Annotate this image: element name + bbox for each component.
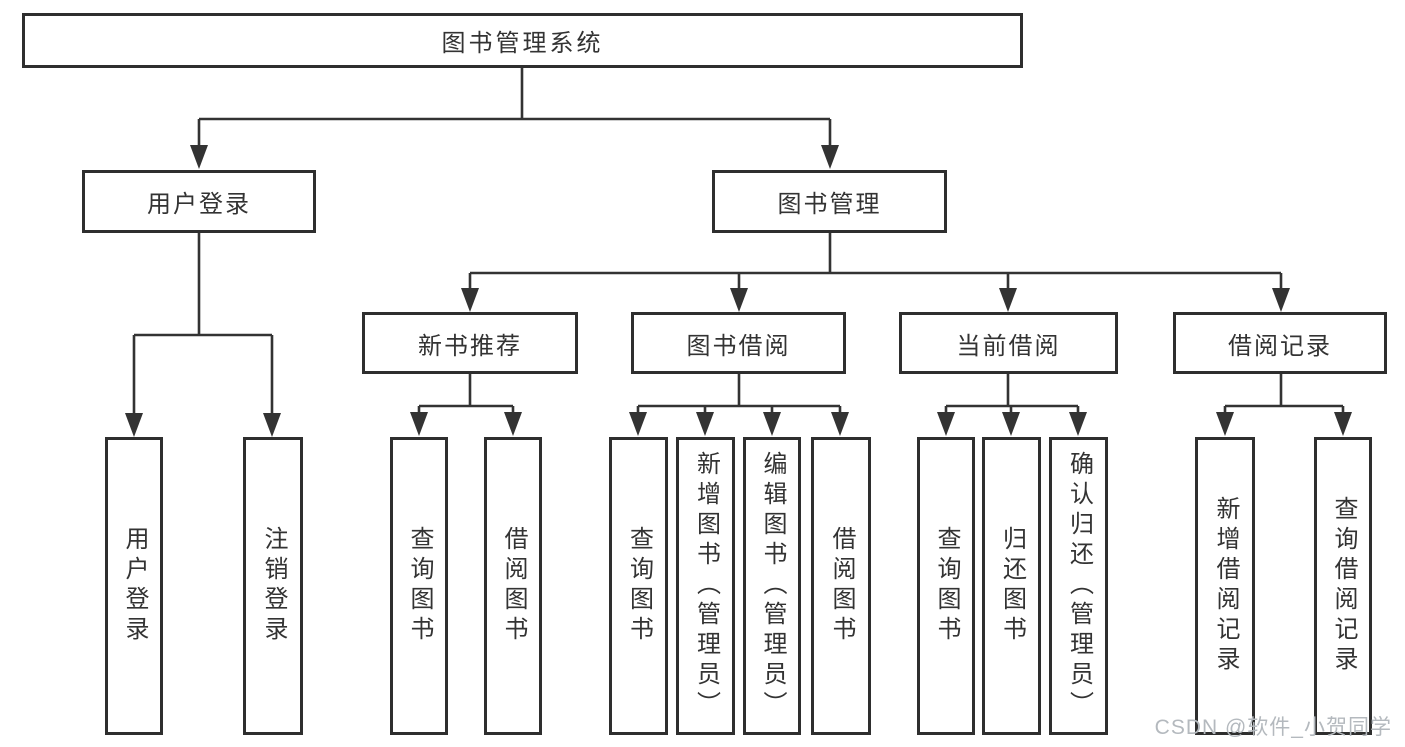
leaf-return-books: 归还图书 <box>982 437 1041 735</box>
leaf-label: 新增图书（管理员） <box>692 451 720 721</box>
node-borrowing-records: 借阅记录 <box>1173 312 1387 374</box>
leaf-edit-book-admin: 编辑图书（管理员） <box>743 437 801 735</box>
leaf-borrow-books-recommend: 借阅图书 <box>484 437 542 735</box>
leaf-query-books-current: 查询图书 <box>917 437 975 735</box>
leaf-query-books-recommend: 查询图书 <box>390 437 448 735</box>
node-book-management: 图书管理 <box>712 170 947 233</box>
csdn-watermark: CSDN @软件_小贺同学 <box>1154 716 1392 739</box>
leaf-label: 借阅图书 <box>500 526 527 646</box>
leaf-query-books-borrow: 查询图书 <box>609 437 668 735</box>
node-new-book-recommendation: 新书推荐 <box>362 312 578 374</box>
leaf-label: 查询图书 <box>933 526 960 646</box>
arrow-heads <box>125 145 1352 437</box>
leaf-add-borrow-record: 新增借阅记录 <box>1195 437 1255 735</box>
node-user-login: 用户登录 <box>82 170 316 233</box>
node-library-system: 图书管理系统 <box>22 13 1023 68</box>
leaf-label: 查询图书 <box>406 526 433 646</box>
leaf-label: 查询借阅记录 <box>1330 496 1357 676</box>
leaf-add-book-admin: 新增图书（管理员） <box>676 437 735 735</box>
node-current-borrowing: 当前借阅 <box>899 312 1118 374</box>
leaf-user-login: 用户登录 <box>105 437 163 735</box>
leaf-confirm-return-admin: 确认归还（管理员） <box>1049 437 1108 735</box>
leaf-label: 新增借阅记录 <box>1212 496 1239 676</box>
leaf-label: 借阅图书 <box>828 526 855 646</box>
leaf-label: 归还图书 <box>998 526 1026 646</box>
leaf-borrow-books: 借阅图书 <box>811 437 871 735</box>
leaf-label: 编辑图书（管理员） <box>759 451 786 721</box>
leaf-logout: 注销登录 <box>243 437 303 735</box>
leaf-query-borrow-record: 查询借阅记录 <box>1314 437 1372 735</box>
node-book-borrowing: 图书借阅 <box>631 312 846 374</box>
leaf-label: 确认归还（管理员） <box>1065 451 1093 721</box>
leaf-label: 查询图书 <box>625 526 653 646</box>
leaf-label: 用户登录 <box>121 526 148 646</box>
leaf-label: 注销登录 <box>260 526 287 646</box>
